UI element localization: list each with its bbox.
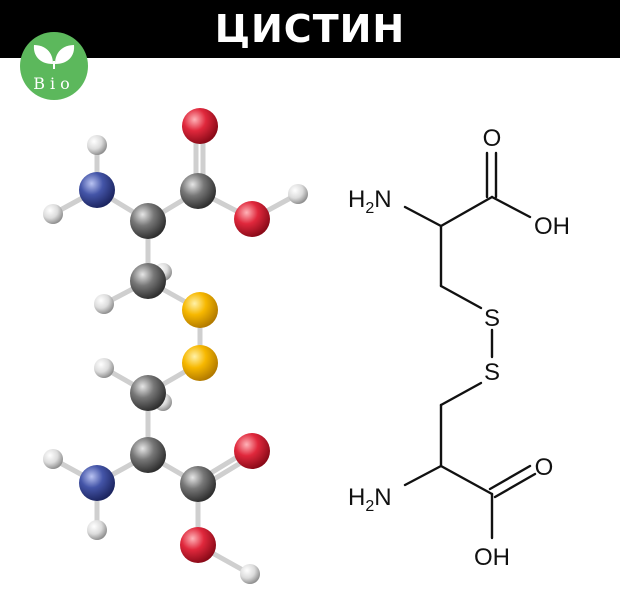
bio-logo: Bio bbox=[20, 32, 88, 100]
bottom-hydroxyl-label: OH bbox=[474, 544, 510, 571]
hydrogen-atom bbox=[288, 184, 308, 204]
hydrogen-atom bbox=[94, 358, 114, 378]
carbon-atom bbox=[180, 173, 216, 209]
carbon-atom bbox=[130, 375, 166, 411]
oxygen-atom bbox=[182, 108, 218, 144]
hydrogen-atom bbox=[43, 449, 63, 469]
ball-stick-atoms bbox=[43, 108, 308, 584]
skeletal-formula-bonds bbox=[403, 151, 537, 540]
carbon-atom bbox=[180, 466, 216, 502]
bond bbox=[439, 284, 483, 310]
bottom-carbonyl-oxygen-label: O bbox=[535, 454, 554, 481]
sulfur-atom bbox=[182, 345, 218, 381]
sulfur-label-1: S bbox=[484, 305, 500, 332]
top-hydroxyl-label: OH bbox=[534, 213, 570, 240]
hydrogen-atom bbox=[87, 135, 107, 155]
oxygen-atom bbox=[234, 201, 270, 237]
carbon-atom bbox=[130, 203, 166, 239]
top-carbonyl-oxygen-label: O bbox=[483, 125, 502, 152]
nitrogen-atom bbox=[79, 465, 115, 501]
bond bbox=[439, 464, 494, 496]
bond bbox=[403, 464, 443, 487]
oxygen-atom bbox=[180, 527, 216, 563]
carbon-atom bbox=[130, 437, 166, 473]
title-banner bbox=[0, 0, 620, 58]
carbon-atom bbox=[130, 263, 166, 299]
top-amine-label: H2N bbox=[348, 186, 392, 217]
page-title: ЦИСТИН bbox=[214, 7, 406, 51]
bond bbox=[488, 464, 532, 491]
nitrogen-atom bbox=[79, 172, 115, 208]
oxygen-atom bbox=[234, 433, 270, 469]
hydrogen-atom bbox=[43, 204, 63, 224]
bond bbox=[439, 195, 494, 228]
bond bbox=[439, 381, 483, 407]
sulfur-atom bbox=[182, 292, 218, 328]
bond bbox=[490, 195, 532, 219]
hydrogen-atom bbox=[87, 520, 107, 540]
bond bbox=[493, 472, 537, 499]
hydrogen-atom bbox=[240, 564, 260, 584]
leaf-icon bbox=[33, 45, 75, 69]
bottom-amine-label: H2N bbox=[348, 484, 392, 515]
bio-logo-text: Bio bbox=[33, 74, 75, 93]
skeletal-formula-labels: H2N O OH S S H2N O OH bbox=[348, 125, 570, 571]
hydrogen-atom bbox=[94, 294, 114, 314]
bond bbox=[403, 205, 443, 228]
sulfur-label-2: S bbox=[484, 359, 500, 386]
